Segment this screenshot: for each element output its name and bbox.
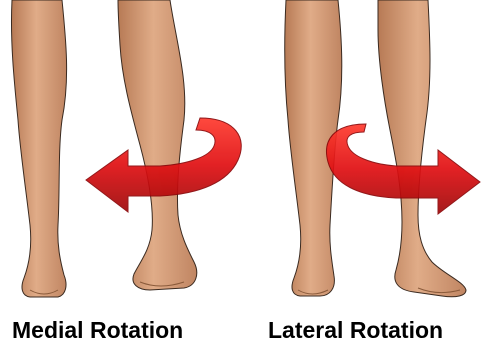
rotating-leg [118,0,197,290]
standing-leg [11,0,66,297]
medial-rotation-illustration [0,0,245,300]
medial-rotation-caption: Medial Rotation [12,314,183,346]
lateral-rotation-panel [246,0,491,300]
medial-rotation-panel [0,0,245,300]
rotating-leg [378,0,466,297]
lateral-rotation-illustration [246,0,491,300]
lateral-rotation-caption: Lateral Rotation [268,314,443,346]
